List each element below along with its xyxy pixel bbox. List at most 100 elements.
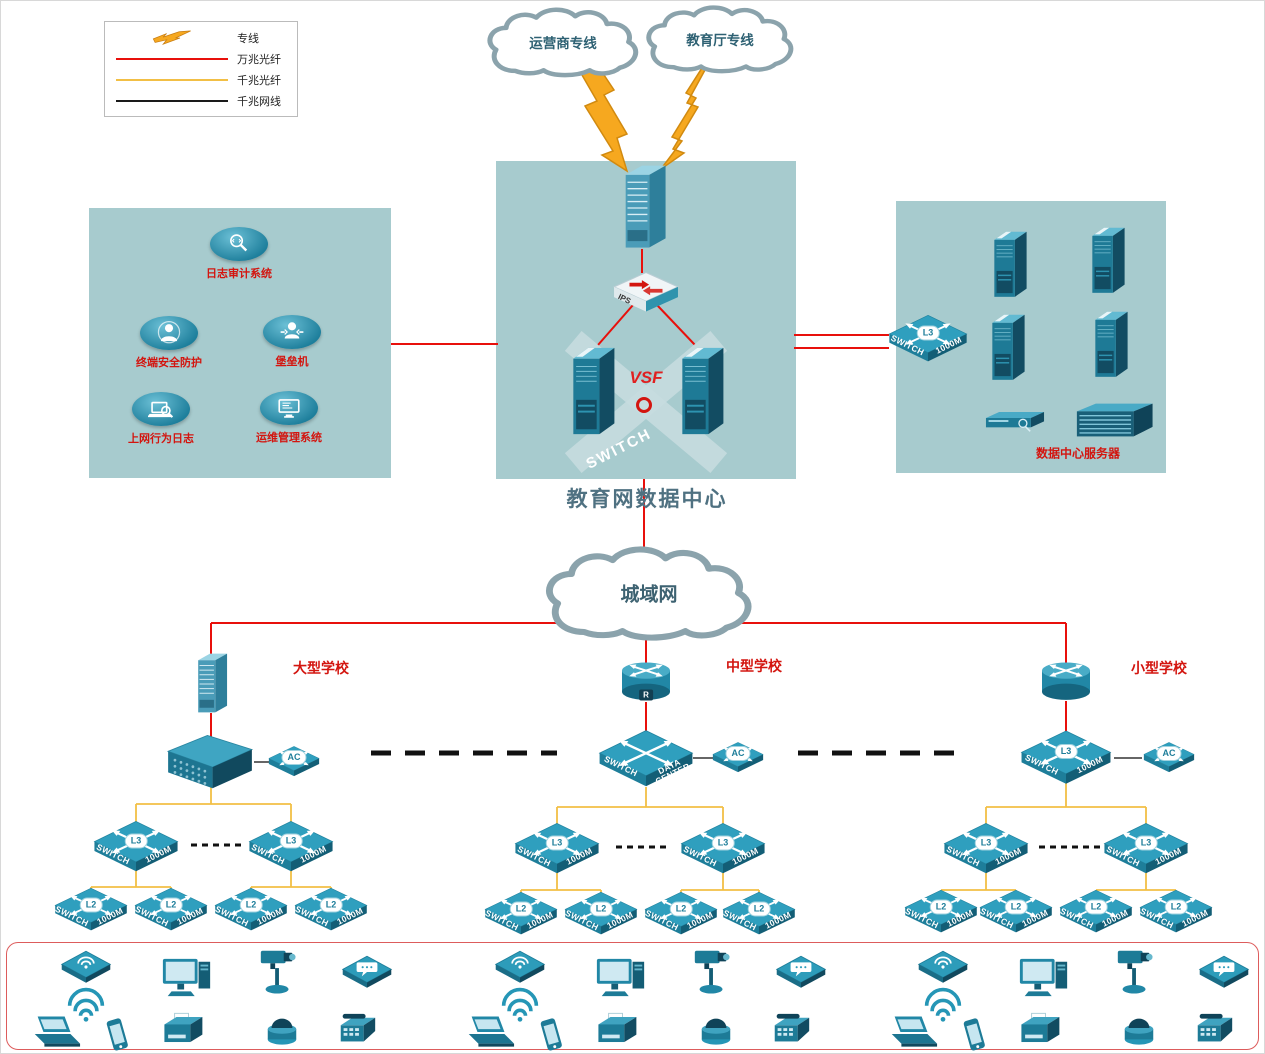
tower-shape <box>564 343 620 441</box>
group3-ip-phone-icon[interactable] <box>1192 1012 1236 1050</box>
chat-shape <box>341 955 393 990</box>
school3-router[interactable] <box>1038 660 1094 704</box>
datacenter-firewall[interactable] <box>613 162 671 254</box>
dc-server-4[interactable] <box>1088 308 1132 382</box>
group3-message-station-icon[interactable] <box>1198 955 1250 990</box>
vsf-server-right[interactable] <box>673 343 729 441</box>
dc-server-1[interactable] <box>987 228 1031 302</box>
group2-dome-camera-icon[interactable] <box>697 1012 735 1046</box>
vsf-label: VSF <box>629 368 663 387</box>
audit-icon <box>226 231 252 257</box>
group3-laptop-icon[interactable] <box>885 1015 939 1050</box>
school1-ac-controller[interactable]: AC <box>268 746 320 777</box>
line-sample-10g-fiber <box>116 57 228 60</box>
node-ellipse <box>132 392 190 426</box>
group3-desktop-pc-icon[interactable] <box>1017 956 1071 1000</box>
group2-ptz-camera-icon[interactable] <box>691 945 733 995</box>
printer-shape <box>157 1012 207 1049</box>
school1-core-switch[interactable] <box>163 732 257 790</box>
group3-ptz-camera-icon[interactable] <box>1114 945 1156 995</box>
cloud-education-line[interactable]: 教育厅专线 <box>642 4 798 74</box>
ips-device[interactable]: IPS <box>613 272 679 313</box>
group1-laptop-icon[interactable] <box>28 1015 82 1050</box>
server-zone-caption: 数据中心服务器 <box>1035 446 1121 461</box>
group3-smartphone-icon[interactable] <box>961 1018 987 1053</box>
legend-item: 千兆光纤 <box>113 72 289 88</box>
school-name-large: 大型学校 <box>293 660 349 676</box>
group2-laptop-icon[interactable] <box>462 1015 516 1050</box>
group3-dome-camera-icon[interactable] <box>1120 1012 1158 1046</box>
group2-desktop-pc-icon[interactable] <box>594 956 648 1000</box>
bastion-icon <box>279 319 305 345</box>
rack-shape <box>1070 401 1156 439</box>
tower-shape <box>1088 308 1132 382</box>
dc-rack[interactable] <box>1070 401 1156 439</box>
group1-printer-icon[interactable] <box>157 1012 207 1049</box>
security-node-label: 上网行为日志 <box>128 433 194 445</box>
datacenter-title: 教育网数据中心 <box>566 487 728 511</box>
dome-shape <box>263 1012 301 1046</box>
group2-printer-icon[interactable] <box>591 1012 641 1049</box>
security-node-label: 堡垒机 <box>275 356 309 368</box>
group1-smartphone-icon[interactable] <box>104 1018 130 1053</box>
device-badge: L3 <box>974 835 998 851</box>
security-node-net-log[interactable]: 上网行为日志 <box>128 392 194 446</box>
school-name-small: 小型学校 <box>1131 660 1187 676</box>
node-ellipse <box>140 316 198 350</box>
phone-shape <box>104 1018 130 1053</box>
group1-ptz-camera-icon[interactable] <box>257 945 299 995</box>
firewall-shape <box>613 162 671 254</box>
legend-item: 专线 <box>113 30 289 46</box>
group1-message-station-icon[interactable] <box>341 955 393 990</box>
device-badge: L3 <box>916 325 940 341</box>
cloud-man[interactable]: 城域网 <box>540 545 758 642</box>
vsf-server-left[interactable] <box>564 343 620 441</box>
group3-wireless-ap-icon[interactable] <box>917 950 969 985</box>
group1-wireless-ap-icon[interactable] <box>60 950 112 985</box>
group2-smartphone-icon[interactable] <box>538 1018 564 1053</box>
dc-storage[interactable] <box>982 410 1048 434</box>
group1-ip-phone-icon[interactable] <box>335 1012 379 1050</box>
dc-server-2[interactable] <box>1085 224 1129 298</box>
security-node-log-audit[interactable]: 日志审计系统 <box>206 227 272 281</box>
school2-ac-controller[interactable]: AC <box>712 742 764 773</box>
group2-wireless-ap-icon[interactable] <box>494 950 546 985</box>
school1-gateway[interactable] <box>189 651 231 717</box>
security-node-endpoint-protect[interactable]: 终端安全防护 <box>136 316 202 370</box>
legend-item: 万兆光纤 <box>113 51 289 67</box>
security-node-bastion[interactable]: 堡垒机 <box>263 315 321 369</box>
device-badge: R <box>639 689 653 701</box>
group2-ip-phone-icon[interactable] <box>769 1012 813 1050</box>
group3-printer-icon[interactable] <box>1014 1012 1064 1049</box>
dc-server-3[interactable] <box>985 311 1029 385</box>
school3-ac-controller[interactable]: AC <box>1143 742 1195 773</box>
group1-dome-camera-icon[interactable] <box>263 1012 301 1046</box>
group2-message-station-icon[interactable] <box>775 955 827 990</box>
group1-desktop-pc-icon[interactable] <box>160 956 214 1000</box>
cloud-carrier-line[interactable]: 运营商专线 <box>483 6 643 78</box>
ips-shape <box>613 272 679 313</box>
school2-router[interactable]: R <box>618 660 674 704</box>
security-node-ops-mgmt[interactable]: 运维管理系统 <box>256 391 322 445</box>
